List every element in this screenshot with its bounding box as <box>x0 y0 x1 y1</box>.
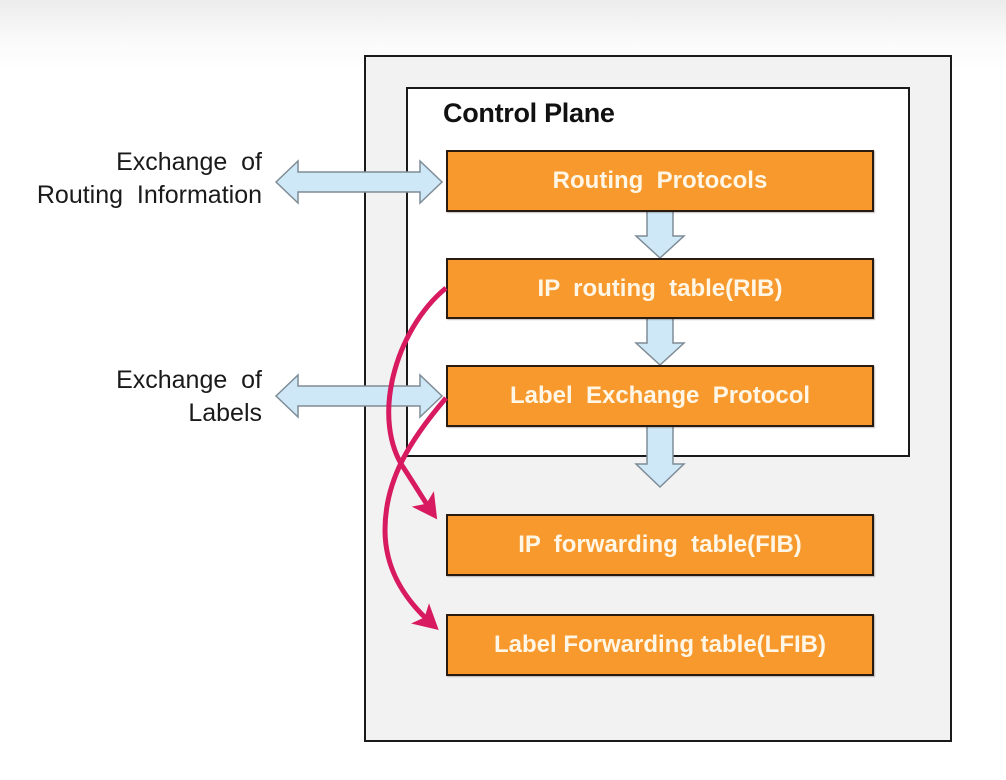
box-ip-forwarding-table: IP forwarding table(FIB) <box>446 514 874 576</box>
box-label: Label Forwarding table(LFIB) <box>493 631 826 658</box>
side-label-line: Routing Information <box>36 181 262 209</box>
down-arrow-lep-to-fib <box>634 425 686 489</box>
box-label: IP forwarding table(FIB) <box>518 531 802 558</box>
box-label-forwarding-table: Label Forwarding table(LFIB) <box>446 614 874 676</box>
label-exchange-labels: Exchange of Labels <box>116 364 262 430</box>
side-label-line: Exchange of <box>116 148 262 176</box>
box-label: Routing Protocols <box>552 167 768 194</box>
down-arrow-rib-to-lep <box>634 317 686 367</box>
double-arrow-labels <box>274 373 444 419</box>
side-label-line: Exchange of <box>116 366 262 394</box>
control-plane-title: Control Plane <box>443 98 615 128</box>
box-ip-routing-table: IP routing table(RIB) <box>446 258 874 319</box>
curve-arrow-rib-to-fib <box>386 286 448 520</box>
box-label-exchange-protocol: Label Exchange Protocol <box>446 365 874 427</box>
box-label: IP routing table(RIB) <box>537 274 783 302</box>
label-exchange-routing-info: Exchange of Routing Information <box>37 146 262 212</box>
side-label-line: Labels <box>188 399 262 427</box>
double-arrow-routing-info <box>274 159 444 205</box>
box-routing-protocols: Routing Protocols <box>446 150 874 212</box>
down-arrow-protocols-to-rib <box>634 210 686 260</box>
box-label: Label Exchange Protocol <box>509 382 811 409</box>
curve-arrow-lep-to-lfib <box>382 396 448 630</box>
